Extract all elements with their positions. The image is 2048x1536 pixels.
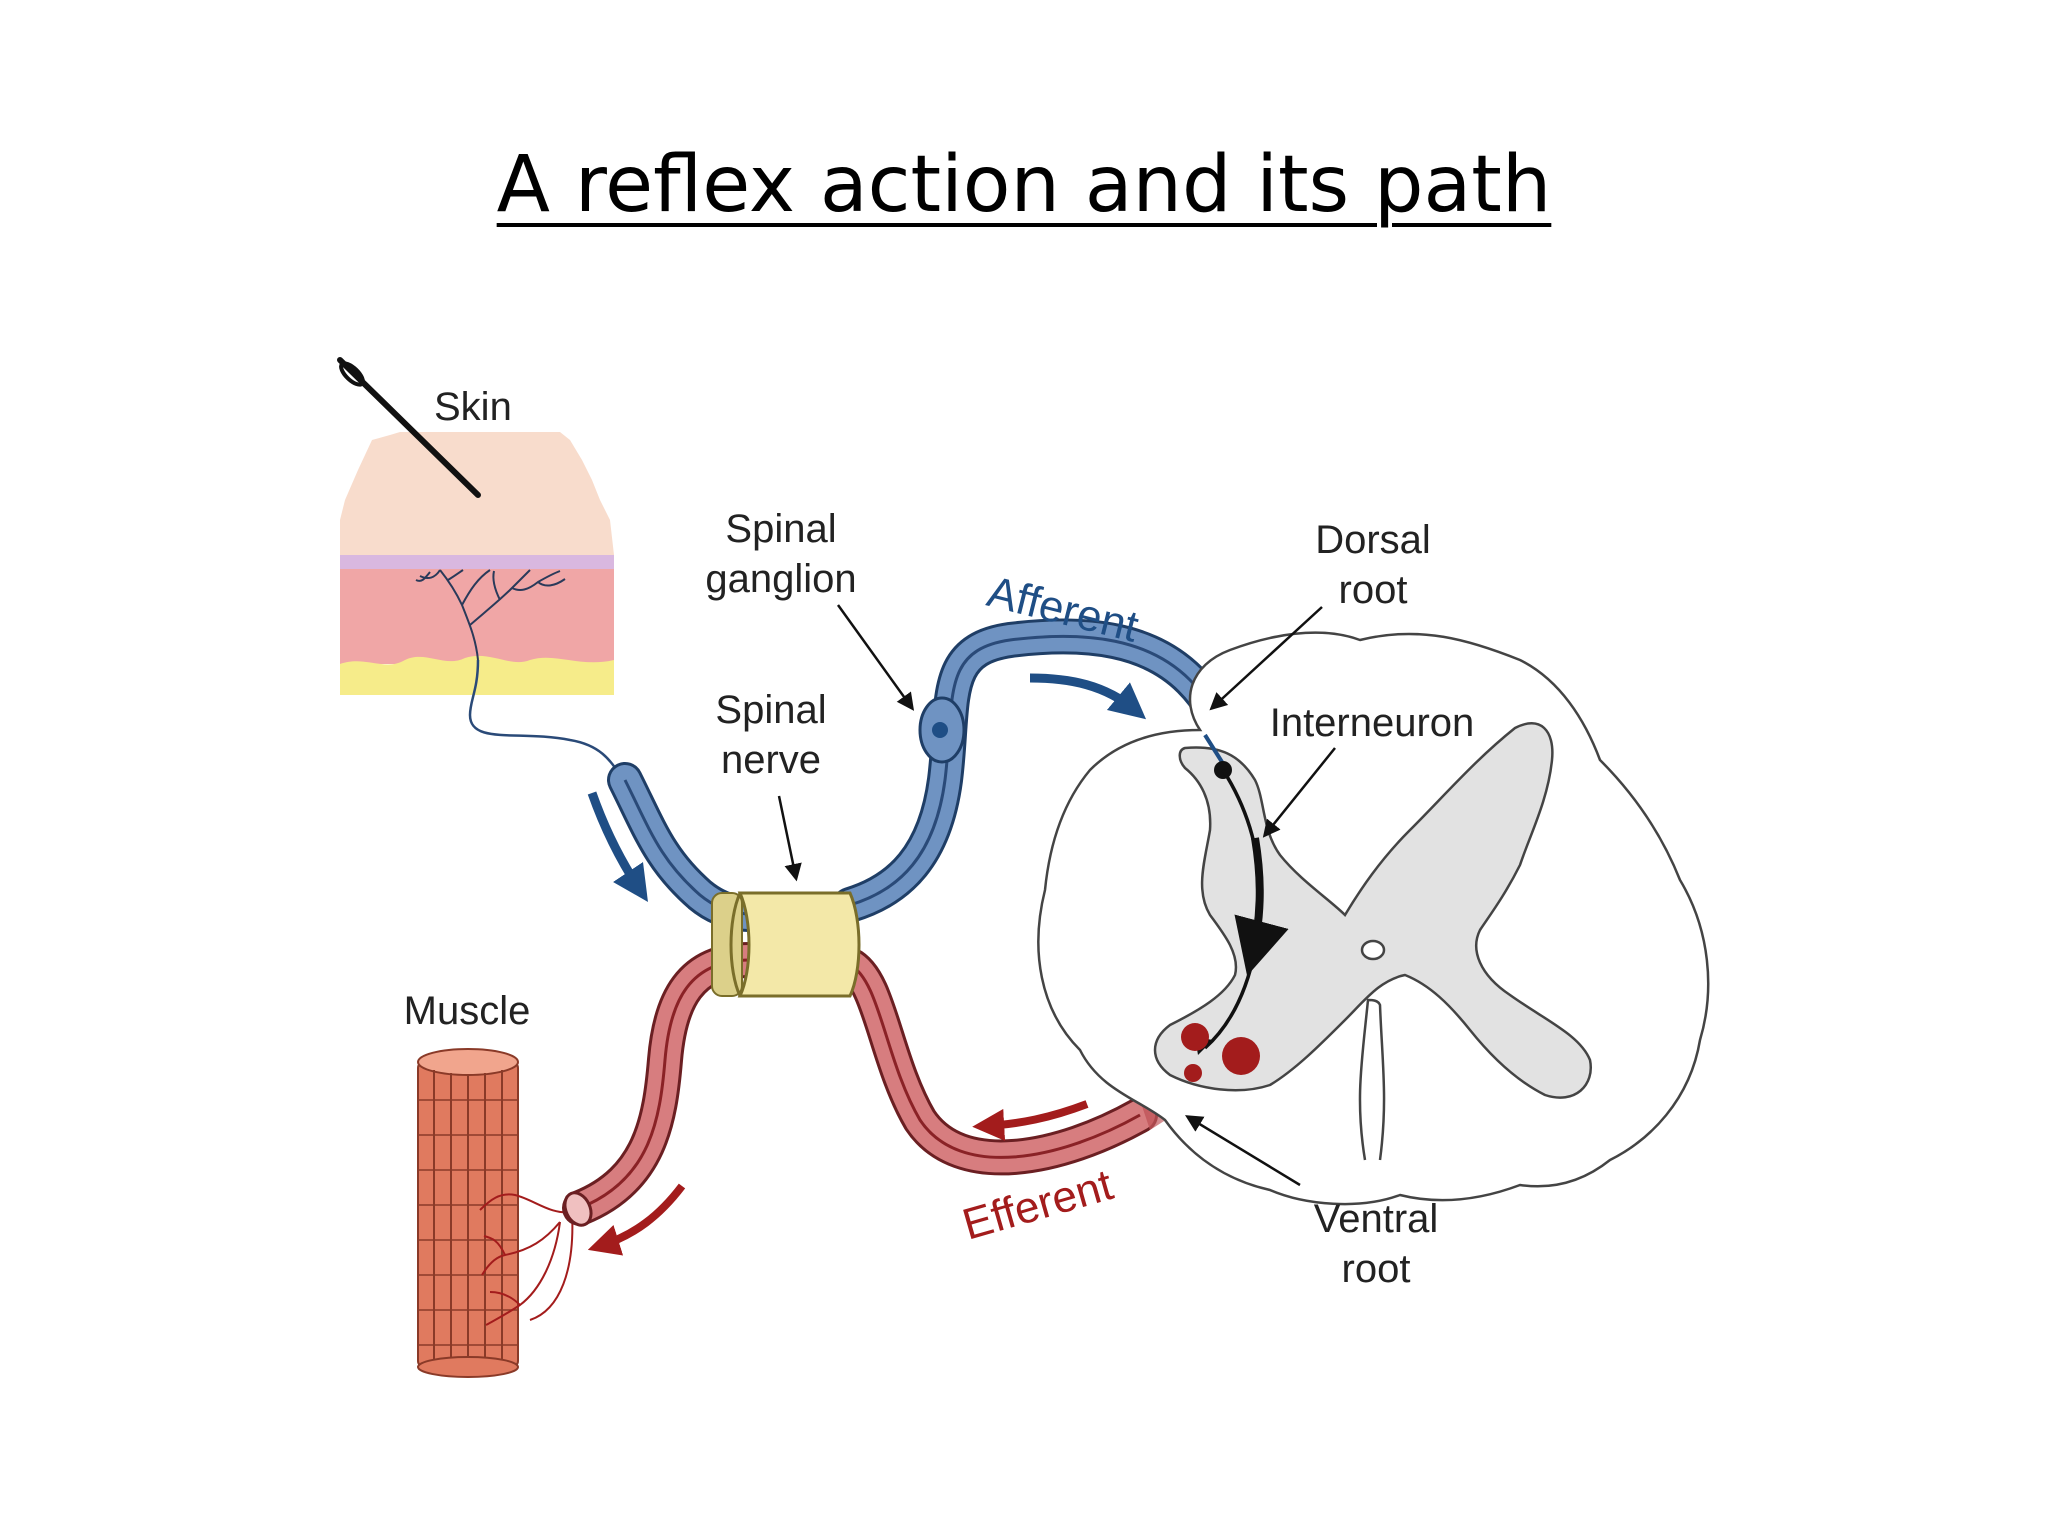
central-canal xyxy=(1360,939,1386,961)
muscle-bottom xyxy=(417,1356,519,1378)
label-spinal-ganglion-1: Spinal xyxy=(725,507,836,551)
efferent-cut-end xyxy=(563,1191,593,1227)
label-spinal-nerve-2: nerve xyxy=(721,738,821,782)
label-spinal-nerve-1: Spinal xyxy=(715,688,826,732)
motor-neuron-large-2 xyxy=(1222,1037,1260,1075)
leader-interneuron xyxy=(1262,747,1336,838)
label-ventral-root-1: Ventral xyxy=(1314,1197,1439,1241)
efferent-arrow-proximal xyxy=(972,1100,1089,1141)
motor-end-branches xyxy=(479,1193,574,1326)
label-ventral-root-2: root xyxy=(1342,1247,1411,1291)
leader-lines xyxy=(777,604,1336,1187)
ventral-fissure xyxy=(1358,998,1386,1161)
spinal-cord-section xyxy=(1037,631,1710,1206)
afferent-arrow-proximal xyxy=(1029,673,1147,720)
skin-block xyxy=(340,432,622,776)
efferent-arrow-distal xyxy=(587,1183,686,1256)
label-spinal-ganglion-2: ganglion xyxy=(705,557,856,601)
slide-title: A reflex action and its path xyxy=(496,140,1552,230)
sensory-fiber xyxy=(468,659,622,776)
label-muscle: Muscle xyxy=(404,989,531,1033)
muscle-fascicle xyxy=(417,1048,574,1378)
leader-spinal-ganglion xyxy=(836,604,915,711)
afferent-arrow-distal xyxy=(587,791,648,902)
skin-basal-layer xyxy=(340,555,614,569)
muscle-cross-lines xyxy=(418,1099,518,1346)
leader-spinal-nerve xyxy=(777,795,802,882)
motor-neuron-large-1 xyxy=(1181,1023,1209,1051)
interneuron-arrow xyxy=(1234,837,1289,976)
muscle-fiber-lines xyxy=(433,1070,503,1367)
motor-neuron-small xyxy=(1184,1064,1202,1082)
leader-ventral-root xyxy=(1185,1115,1301,1187)
sensory-nerve-endings xyxy=(415,569,566,661)
label-dorsal-root-2: root xyxy=(1339,568,1408,612)
ganglion-cell-body xyxy=(932,722,948,738)
label-dorsal-root-1: Dorsal xyxy=(1315,518,1431,562)
label-skin: Skin xyxy=(434,385,512,429)
leader-dorsal-root xyxy=(1209,606,1323,711)
spinal-nerve-band xyxy=(711,891,861,998)
label-interneuron: Interneuron xyxy=(1270,701,1475,745)
needle-icon xyxy=(337,357,481,498)
